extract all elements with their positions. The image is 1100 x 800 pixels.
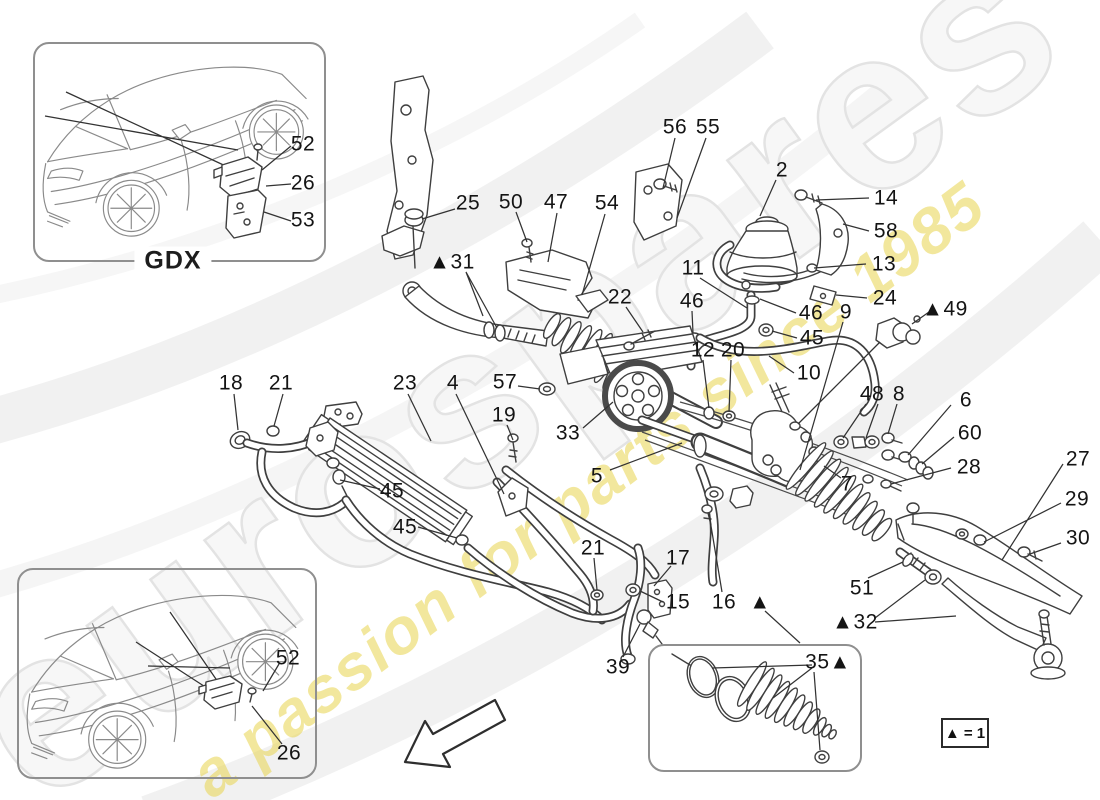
part-callout-8[interactable]: 8 bbox=[892, 382, 906, 406]
leader-lines bbox=[233, 137, 1064, 751]
part-callout-22[interactable]: 22 bbox=[607, 285, 633, 309]
pressure-sensor-49-drawing bbox=[797, 315, 921, 425]
part-callout-57[interactable]: 57 bbox=[492, 370, 518, 394]
part-callout-45[interactable]: 45 bbox=[392, 515, 418, 539]
part-callout-28[interactable]: 28 bbox=[956, 455, 982, 479]
bracket-55-drawing bbox=[633, 163, 683, 241]
part-callout-48[interactable]: 48 bbox=[859, 382, 885, 406]
part-callout-11[interactable]: 11 bbox=[681, 256, 705, 280]
part-callout-35[interactable]: 35▲ bbox=[805, 650, 851, 674]
part-callout-39[interactable]: 39 bbox=[605, 655, 631, 679]
part-callout-19[interactable]: 19 bbox=[491, 403, 517, 427]
part-callout-triangle-marker[interactable]: ▲ bbox=[749, 590, 771, 614]
part-callout-6[interactable]: 6 bbox=[959, 388, 973, 412]
part-callout-56[interactable]: 56 bbox=[662, 115, 688, 139]
inset-boot-kit bbox=[648, 644, 862, 772]
part-callout-16[interactable]: 16 bbox=[711, 590, 737, 614]
car-illustration-bottom bbox=[26, 594, 299, 769]
part-callout-60[interactable]: 60 bbox=[957, 421, 983, 445]
legend-note: ▲ = 1 bbox=[944, 724, 986, 742]
tie-rod-inner-left-drawing bbox=[402, 281, 549, 347]
subframe-bracket-drawing bbox=[381, 75, 434, 269]
hydraulic-hoses-drawing bbox=[341, 401, 909, 665]
part-callout-13[interactable]: 13 bbox=[871, 252, 897, 276]
ecu-module-drawing-bottom bbox=[135, 611, 257, 710]
part-callout-21[interactable]: 21 bbox=[580, 536, 606, 560]
part-callout-26[interactable]: 26 bbox=[276, 741, 302, 765]
part-callout-14[interactable]: 14 bbox=[873, 186, 899, 210]
part-callout-55[interactable]: 55 bbox=[695, 115, 721, 139]
part-callout-10[interactable]: 10 bbox=[796, 361, 822, 385]
part-callout-47[interactable]: 47 bbox=[543, 190, 569, 214]
tie-rod-outer-drawing bbox=[895, 547, 1066, 680]
fluid-reservoir-drawing bbox=[712, 189, 849, 306]
part-callout-52[interactable]: 52 bbox=[275, 646, 301, 670]
part-callout-45[interactable]: 45 bbox=[379, 479, 405, 503]
part-callout-15[interactable]: 15 bbox=[665, 590, 691, 614]
heat-shield-47-drawing bbox=[505, 238, 609, 319]
part-callout-2[interactable]: 2 bbox=[775, 158, 789, 182]
part-callout-18[interactable]: 18 bbox=[218, 371, 244, 395]
part-callout-45[interactable]: 45 bbox=[799, 326, 825, 350]
part-callout-7[interactable]: 7 bbox=[840, 472, 854, 496]
part-callout-49[interactable]: ▲49 bbox=[922, 297, 968, 321]
part-callout-31[interactable]: ▲31 bbox=[429, 250, 475, 274]
part-callout-53[interactable]: 53 bbox=[290, 208, 316, 232]
direction-arrow bbox=[403, 698, 507, 769]
part-callout-26[interactable]: 26 bbox=[290, 171, 316, 195]
part-callout-27[interactable]: 27 bbox=[1065, 447, 1091, 471]
ecu-module-drawing-top bbox=[44, 91, 267, 239]
part-callout-21[interactable]: 21 bbox=[268, 371, 294, 395]
heat-shield-27-drawing bbox=[895, 502, 1083, 615]
part-callout-12[interactable]: 12 bbox=[690, 338, 716, 362]
part-callout-24[interactable]: 24 bbox=[872, 286, 898, 310]
part-callout-23[interactable]: 23 bbox=[392, 371, 418, 395]
part-callout-50[interactable]: 50 bbox=[498, 190, 524, 214]
boot-kit-drawing bbox=[671, 653, 837, 764]
part-callout-4[interactable]: 4 bbox=[446, 371, 460, 395]
car-illustration-top bbox=[42, 66, 309, 239]
part-callout-29[interactable]: 29 bbox=[1064, 487, 1090, 511]
inset-bottom-left bbox=[17, 568, 317, 779]
legend-box: ▲ = 1 bbox=[941, 718, 989, 748]
part-callout-25[interactable]: 25 bbox=[455, 191, 481, 215]
part-callout-17[interactable]: 17 bbox=[665, 546, 691, 570]
part-callout-51[interactable]: 51 bbox=[849, 576, 875, 600]
part-callout-32[interactable]: ▲32 bbox=[832, 610, 878, 634]
part-callout-33[interactable]: 33 bbox=[555, 421, 581, 445]
part-callout-20[interactable]: 20 bbox=[720, 338, 746, 362]
part-callout-9[interactable]: 9 bbox=[839, 300, 853, 324]
part-callout-46[interactable]: 46 bbox=[798, 301, 824, 325]
part-callout-30[interactable]: 30 bbox=[1065, 526, 1091, 550]
part-callout-5[interactable]: 5 bbox=[590, 464, 604, 488]
part-callout-46[interactable]: 46 bbox=[679, 289, 705, 313]
power-steering-pump-drawing bbox=[538, 325, 703, 432]
return-hose-18-drawing bbox=[229, 421, 349, 518]
part-callout-58[interactable]: 58 bbox=[873, 219, 899, 243]
part-callout-52[interactable]: 52 bbox=[290, 132, 316, 156]
part-callout-54[interactable]: 54 bbox=[594, 191, 620, 215]
variant-code-label: GDX bbox=[134, 246, 212, 276]
